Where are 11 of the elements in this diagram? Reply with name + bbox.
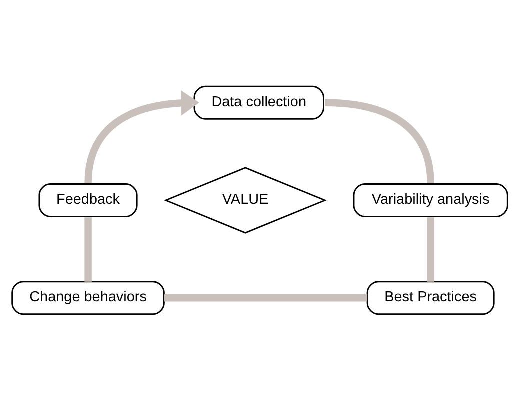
node-box: Feedback [38,183,138,217]
node-box: Change behaviors [12,280,165,315]
connector [427,217,434,282]
node-diamond: VALUE [164,166,327,234]
connector [324,98,434,184]
node-box: Variability analysis [353,183,508,217]
node-box: Best Practices [366,280,495,315]
connector [164,294,368,302]
node-box: Data collection [194,85,324,120]
arrow [84,90,200,184]
connector [84,217,92,282]
